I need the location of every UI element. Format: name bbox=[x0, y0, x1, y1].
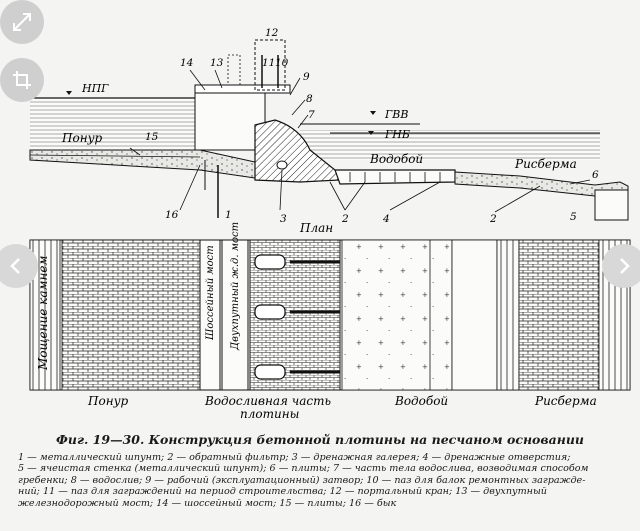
apron-plan bbox=[341, 239, 453, 391]
risberma-plan bbox=[451, 239, 498, 391]
num-8: 8 bbox=[306, 93, 313, 105]
num-15: 15 bbox=[145, 131, 159, 143]
num-5: 5 bbox=[570, 211, 577, 223]
legend-line: железнодорожный мост; 14 — шоссейный мос… bbox=[18, 497, 397, 509]
drainage-gallery bbox=[276, 160, 288, 170]
crop-icon bbox=[13, 71, 31, 89]
label-risberma-section: Рисберма bbox=[514, 157, 577, 171]
legend-line: ний; 11 — паз для заграждений на период … bbox=[18, 486, 547, 498]
num-1: 1 bbox=[225, 209, 232, 221]
pier-plan-3 bbox=[254, 364, 286, 380]
cell-wall bbox=[594, 189, 629, 221]
expand-icon bbox=[13, 13, 31, 31]
pier bbox=[194, 89, 266, 151]
num-13: 13 bbox=[210, 57, 224, 69]
label-vodoslivnaya: Водосливная часть bbox=[204, 394, 331, 408]
level-gnb: ГНБ bbox=[384, 128, 410, 141]
legend-line: 5 — ячеистая стенка (металлический шпунт… bbox=[18, 463, 589, 475]
prev-arrow-icon bbox=[10, 258, 20, 274]
highway-bridge-plan bbox=[199, 239, 221, 391]
num-7: 7 bbox=[308, 109, 315, 121]
level-npg: НПГ bbox=[81, 82, 109, 95]
label-plotiny: плотины bbox=[240, 407, 299, 421]
downstream-water bbox=[300, 130, 600, 160]
pier-plan-1 bbox=[254, 254, 286, 270]
label-vodoboy-plan: Водобой bbox=[394, 394, 448, 408]
railway-bridge-plan bbox=[221, 239, 249, 391]
ponur-plan bbox=[61, 239, 201, 391]
label-ponur-plan: Понур bbox=[87, 394, 129, 408]
num-14: 14 bbox=[180, 57, 193, 69]
ponur-layer bbox=[29, 149, 256, 179]
num-10: 10 bbox=[275, 57, 289, 69]
label-vodoboy-section: Водобой bbox=[369, 152, 423, 166]
next-button[interactable] bbox=[602, 244, 640, 288]
num-11: 11 bbox=[262, 57, 275, 69]
num-4: 4 bbox=[382, 213, 390, 225]
figure-legend: 1 — металлический шпунт; 2 — обратный фи… bbox=[18, 452, 628, 509]
label-risberma-plan: Рисберма bbox=[534, 394, 597, 408]
level-gvv: ГВВ bbox=[384, 108, 408, 121]
figure-caption: Фиг. 19—30. Конструкция бетонной плотины… bbox=[56, 432, 584, 447]
num-16: 16 bbox=[165, 209, 179, 221]
pier-plan-2 bbox=[254, 304, 286, 320]
legend-line: 1 — металлический шпунт; 2 — обратный фи… bbox=[18, 452, 571, 463]
bridge-deck bbox=[194, 84, 291, 94]
portal-crane bbox=[254, 39, 286, 91]
crop-button[interactable] bbox=[0, 58, 44, 102]
label-plan: План bbox=[299, 221, 333, 235]
label-moshchenie: Мощение камнем bbox=[36, 256, 50, 371]
num-3: 3 bbox=[280, 213, 287, 225]
label-ponur-section: Понур bbox=[61, 131, 103, 145]
num-12: 12 bbox=[265, 27, 279, 39]
next-arrow-icon bbox=[620, 258, 630, 274]
plan-view: Мощение камнем Шоссейный мост Двухпутный… bbox=[29, 222, 631, 421]
expand-button[interactable] bbox=[0, 0, 44, 44]
section-view: НПГ ГВВ ГНБ Понур Водобой Рисберма План … bbox=[29, 27, 629, 235]
label-shosseyny-most: Шоссейный мост bbox=[205, 245, 216, 341]
num-9: 9 bbox=[303, 71, 310, 83]
label-dvukhputny-most: Двухпутный ж.д. мост bbox=[230, 222, 241, 351]
num-2a: 2 bbox=[341, 213, 349, 225]
prev-button[interactable] bbox=[0, 244, 38, 288]
num-6: 6 bbox=[592, 169, 599, 181]
legend-line: гребенки; 8 — водослив; 9 — рабочий (экс… bbox=[18, 474, 586, 486]
num-2b: 2 bbox=[489, 213, 497, 225]
weir-body bbox=[254, 119, 341, 183]
